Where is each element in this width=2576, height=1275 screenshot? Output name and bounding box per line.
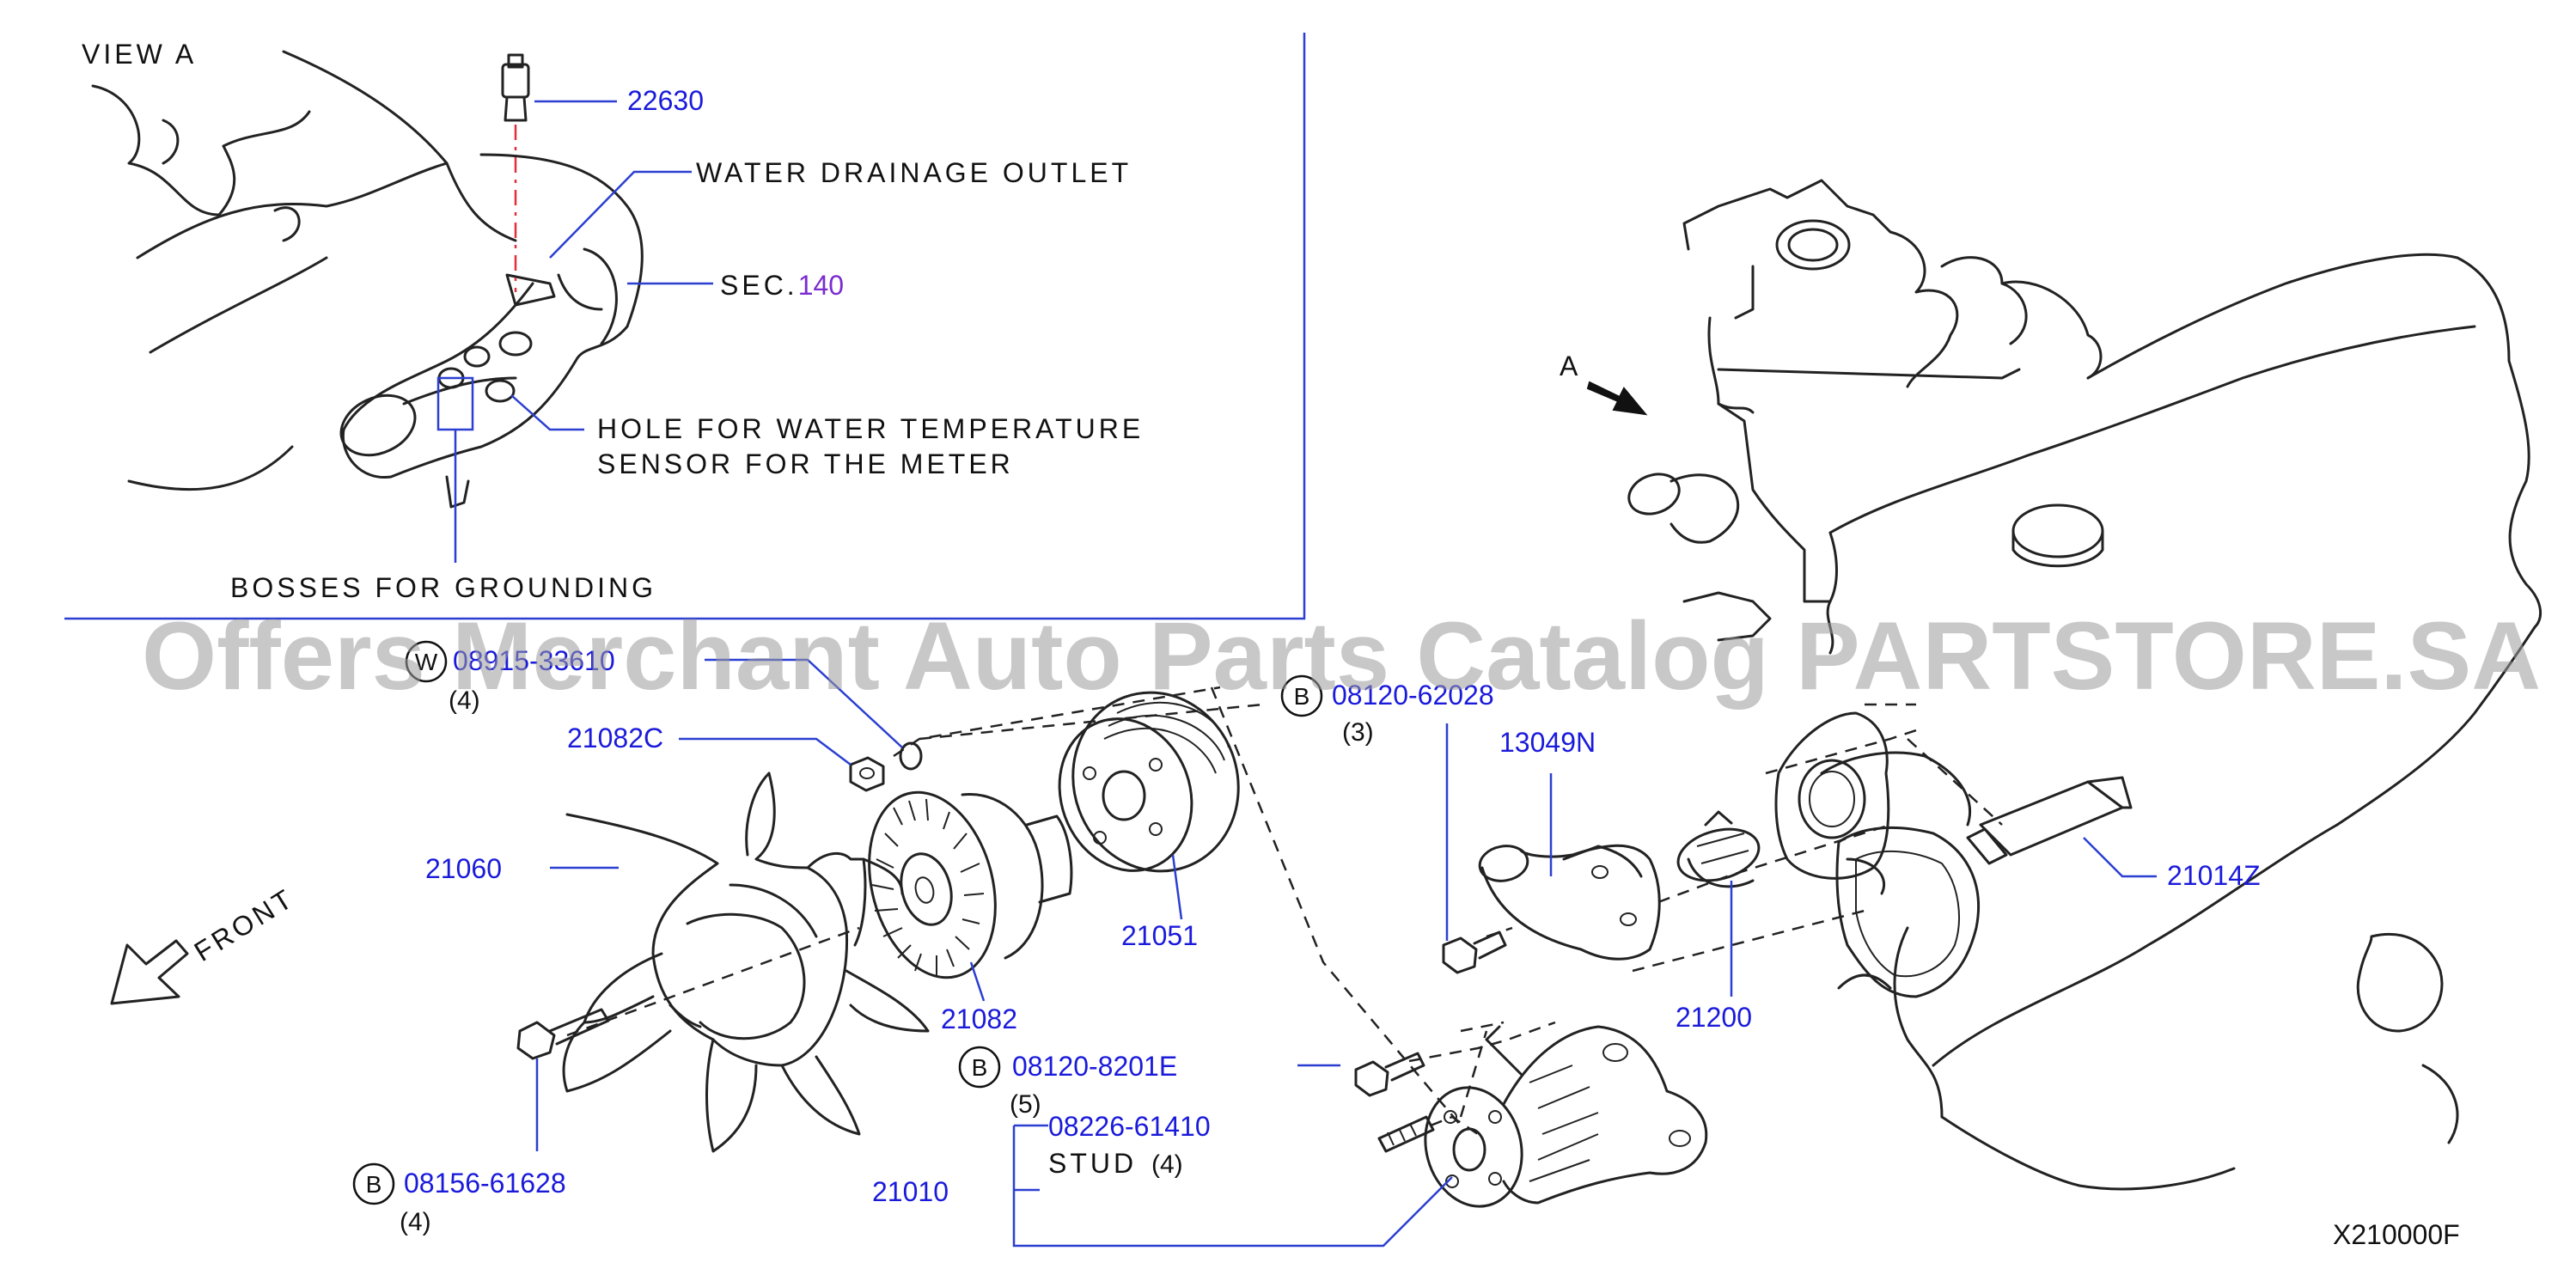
assembly-line-fan <box>566 686 1264 1037</box>
assembly-line-pump-2 <box>1408 1021 1556 1136</box>
symbol-b-text-08156: B <box>366 1171 382 1198</box>
part-number-13049n[interactable]: 13049N <box>1499 727 1596 758</box>
leader-bosses <box>436 376 474 563</box>
part-number-21060[interactable]: 21060 <box>425 853 502 884</box>
view-a-frame <box>64 33 1306 620</box>
note-hole-line1: HOLE FOR WATER TEMPERATURE <box>597 413 1144 444</box>
sensor-22630-drawing <box>501 53 530 122</box>
bolt-08156-drawing <box>516 1008 610 1060</box>
symbol-b-circle-62028 <box>1280 674 1323 717</box>
watermark-text: Offers Merchant Auto Parts Catalog PARTS… <box>142 602 2541 710</box>
fan-21060-drawing <box>562 772 930 1153</box>
note-bosses-for-grounding: BOSSES FOR GROUNDING <box>230 572 656 603</box>
part-number-21200[interactable]: 21200 <box>1676 1002 1752 1033</box>
diagram-code: X210000F <box>2333 1219 2460 1250</box>
tube-21014z-drawing <box>1966 776 2133 865</box>
leader-drainage <box>549 170 692 259</box>
note-hole-line2: SENSOR FOR THE METER <box>597 448 1014 479</box>
qty-08156: (4) <box>400 1208 431 1236</box>
symbol-w-circle <box>405 640 448 683</box>
leader-hole <box>510 394 584 431</box>
view-a-arrow-icon <box>1586 381 1648 416</box>
symbol-b-circle-8201e <box>958 1046 1001 1089</box>
assembly-line-fan-2 <box>1210 686 1462 1126</box>
part-number-08915-33610[interactable]: 08915-33610 <box>453 645 615 676</box>
part-number-21082c[interactable]: 21082C <box>567 723 663 753</box>
part-number-21010[interactable]: 21010 <box>872 1176 949 1207</box>
note-sec-prefix: SEC. <box>720 270 798 301</box>
qty-08915: (4) <box>449 686 480 715</box>
part-number-21082[interactable]: 21082 <box>941 1004 1017 1034</box>
note-water-drainage-outlet: WATER DRAINAGE OUTLET <box>696 157 1132 188</box>
fan-clutch-21082-drawing <box>868 790 1073 979</box>
view-a-housing-drawing <box>91 50 644 509</box>
note-stud: STUD <box>1048 1148 1137 1179</box>
leader-21014z <box>2083 837 2157 878</box>
link-sec-140[interactable]: 140 <box>798 270 844 301</box>
gasket-drawing <box>1835 827 1981 998</box>
assembly-line-pump <box>1486 703 2003 973</box>
leader-21082c <box>679 737 852 766</box>
part-number-08226-61410[interactable]: 08226-61410 <box>1048 1111 1211 1142</box>
pulley-21051-drawing <box>1058 691 1240 873</box>
water-pump-21010-drawing <box>1424 1025 1708 1208</box>
symbol-w-text: W <box>415 649 438 675</box>
part-number-08120-62028[interactable]: 08120-62028 <box>1332 680 1494 711</box>
water-inlet-13049n-drawing <box>1478 844 1661 961</box>
part-number-08156-61628[interactable]: 08156-61628 <box>404 1168 566 1199</box>
symbol-b-text-8201e: B <box>972 1054 988 1081</box>
front-label: FRONT <box>189 882 300 967</box>
nut-21082c-drawing <box>849 741 923 792</box>
leader-21082 <box>969 961 986 1002</box>
leader-21051 <box>1171 854 1183 920</box>
part-number-21051[interactable]: 21051 <box>1121 920 1198 951</box>
symbol-b-text-62028: B <box>1294 683 1310 710</box>
front-arrow-icon <box>110 939 189 1005</box>
stud-08226-drawing <box>1377 1115 1435 1153</box>
note-sec-140: SEC.140 <box>720 270 844 301</box>
leader-08226-bracket <box>1012 1124 1453 1248</box>
leader-08915 <box>705 658 903 748</box>
arrow-a-label: A <box>1560 351 1581 381</box>
part-number-21014z[interactable]: 21014Z <box>2167 860 2261 891</box>
part-number-22630[interactable]: 22630 <box>627 85 704 116</box>
symbol-b-circle-08156 <box>352 1162 395 1205</box>
qty-08120-62028: (3) <box>1342 718 1374 747</box>
qty-08226: (4) <box>1151 1150 1183 1179</box>
qty-08120-8201e: (5) <box>1010 1090 1041 1119</box>
engine-drawing <box>1627 179 2542 1191</box>
part-number-08120-8201e[interactable]: 08120-8201E <box>1012 1051 1177 1082</box>
bolt-08120-62028-drawing <box>1442 930 1507 974</box>
view-a-label: VIEW A <box>82 39 197 70</box>
thermostat-21200-drawing <box>1676 810 1761 888</box>
